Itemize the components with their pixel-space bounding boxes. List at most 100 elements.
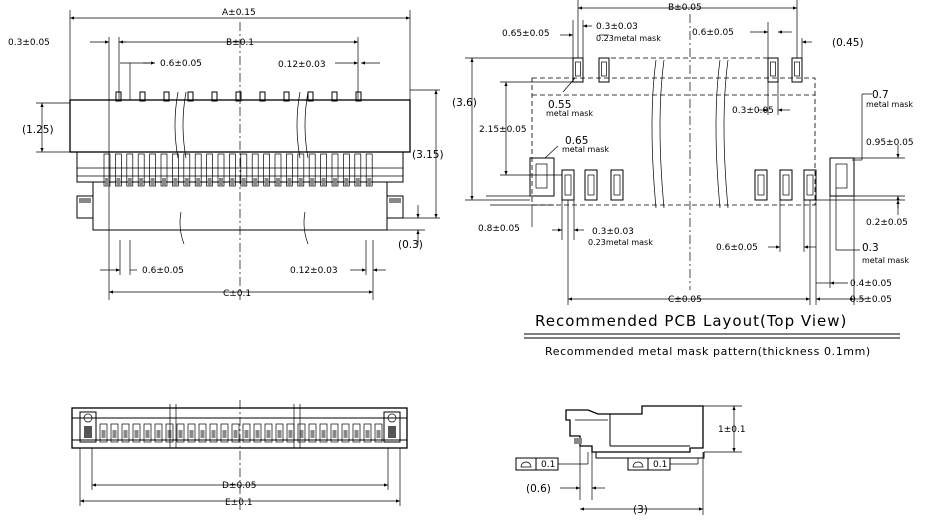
- bottom-contact-solder: [112, 430, 117, 438]
- contact-top: [187, 91, 194, 102]
- contact-top: [283, 91, 290, 102]
- contact-solder: [355, 178, 360, 186]
- bottom-contact: [187, 423, 196, 443]
- contact-solder: [367, 178, 372, 186]
- dim-03-ref-label: (0.3): [398, 239, 423, 251]
- bottom-contact: [132, 423, 141, 443]
- bottom-contact-solder: [288, 430, 293, 438]
- bottom-contact: [231, 423, 240, 443]
- dim-012-top-label: 0.12±0.03: [278, 60, 326, 70]
- dim-e-label: E±0.1: [225, 498, 253, 508]
- flatness-1-value: 0.1: [541, 460, 555, 470]
- bottom-contact-solder: [189, 430, 194, 438]
- side-dim-1-label: 1±0.1: [718, 425, 746, 435]
- contact-top: [139, 91, 146, 102]
- bottom-contact-solder: [266, 430, 271, 438]
- pcb-dim-03-mid-label: 0.3±0.05: [732, 106, 774, 116]
- dim-125-label: (1.25): [22, 124, 54, 136]
- contact-solder: [105, 178, 109, 186]
- pcb-mask-023-bottom-label: 0.23metal mask: [588, 238, 653, 247]
- bottom-contact: [374, 423, 383, 443]
- pcb-dim-b-label: B±0.05: [668, 3, 702, 13]
- pcb-dim-c-label: C±0.05: [668, 295, 702, 305]
- pcb-dim-36-label: (3.6): [452, 97, 477, 109]
- contact-solder: [184, 178, 189, 186]
- bottom-contact: [297, 423, 306, 443]
- contact-solder: [264, 178, 269, 186]
- dim-012-bottom-label: 0.12±0.03: [290, 266, 338, 276]
- bottom-contact-solder: [134, 430, 139, 438]
- contact-solder: [127, 178, 132, 186]
- pcb-mask-065-label: metal mask: [562, 145, 609, 154]
- pcb-dim-06-top-label: 0.6±0.05: [692, 28, 734, 38]
- side-dim-3-label: (3): [633, 504, 648, 516]
- pcb-top-pads: [572, 57, 803, 83]
- pcb-dim-08-label: 0.8±0.05: [478, 224, 520, 234]
- dim-03-label: 0.3±0.05: [8, 38, 50, 48]
- contact-top: [259, 91, 266, 102]
- bottom-contact-solder: [200, 430, 205, 438]
- bottom-contact-solder: [101, 430, 106, 438]
- bottom-contact: [209, 423, 218, 443]
- pcb-dim-06-bottom-label: 0.6±0.05: [716, 243, 758, 253]
- contact-solder: [116, 178, 121, 186]
- contact-solder: [196, 178, 201, 186]
- bottom-contact: [143, 423, 152, 443]
- contact-solder: [230, 178, 235, 186]
- bottom-contact-solder: [299, 430, 304, 438]
- bottom-contact: [110, 423, 119, 443]
- side-view: 1±0.1 0.1 0.1 (0.6) (3): [515, 405, 746, 516]
- bottom-contact-solder: [321, 430, 326, 438]
- contact-solder: [219, 178, 223, 186]
- bottom-contact-solder: [332, 430, 337, 438]
- contact-top: [235, 91, 242, 102]
- pcb-dim-045-label: (0.45): [832, 37, 864, 49]
- contact-top: [355, 91, 362, 102]
- bottom-view-contacts: [99, 423, 383, 443]
- contact-solder: [344, 178, 349, 186]
- pcb-mask-023-top-label: 0.23metal mask: [596, 34, 661, 43]
- bottom-contact-solder: [167, 430, 172, 438]
- contact-solder: [173, 178, 178, 186]
- bottom-contact: [363, 423, 372, 443]
- pcb-dim-065-label: 0.65±0.05: [502, 29, 550, 39]
- pcb-layout-view: B±0.05 0.3±0.03 0.23metal mask 0.65±0.05…: [452, 0, 914, 358]
- bottom-contact: [198, 423, 207, 443]
- bottom-contact-solder: [222, 430, 227, 438]
- bottom-contact: [275, 423, 284, 443]
- contact-solder: [333, 178, 337, 186]
- bottom-contact-solder: [277, 430, 282, 438]
- bottom-contact-solder: [354, 430, 359, 438]
- contact-top: [211, 91, 218, 102]
- bottom-view: D±0.05 E±0.1: [71, 400, 408, 510]
- bottom-contact-solder: [178, 430, 183, 438]
- contact-solder: [287, 178, 292, 186]
- bottom-contact-solder: [310, 430, 315, 438]
- pcb-bottom-pads: [561, 169, 817, 201]
- bottom-contact-solder: [233, 430, 238, 438]
- contact-solder: [207, 178, 212, 186]
- pcb-dim-03-top-label: 0.3±0.03: [596, 22, 638, 32]
- contact-solder: [298, 178, 303, 186]
- contact-solder: [162, 178, 166, 186]
- contact-solder: [310, 178, 315, 186]
- bottom-contact-solder: [255, 430, 260, 438]
- pcb-dim-05-label: 0.5±0.05: [850, 295, 892, 305]
- contact-solder: [139, 178, 144, 186]
- bottom-contact-solder: [156, 430, 161, 438]
- contact-solder: [150, 178, 155, 186]
- bottom-contact: [341, 423, 350, 443]
- pcb-title: Recommended PCB Layout(Top View): [535, 312, 847, 330]
- bottom-contact-solder: [123, 430, 128, 438]
- bottom-contact: [154, 423, 163, 443]
- bottom-contact: [308, 423, 317, 443]
- pcb-mask-03-right-label: metal mask: [862, 256, 909, 265]
- bottom-contact: [264, 423, 273, 443]
- pcb-dim-03-bottom-label: 0.3±0.03: [592, 227, 634, 237]
- dim-06-top-label: 0.6±0.05: [160, 59, 202, 69]
- bottom-contact: [242, 423, 251, 443]
- pcb-dim-215-label: 2.15±0.05: [479, 125, 527, 135]
- contact-solder: [321, 178, 326, 186]
- bottom-contact: [253, 423, 262, 443]
